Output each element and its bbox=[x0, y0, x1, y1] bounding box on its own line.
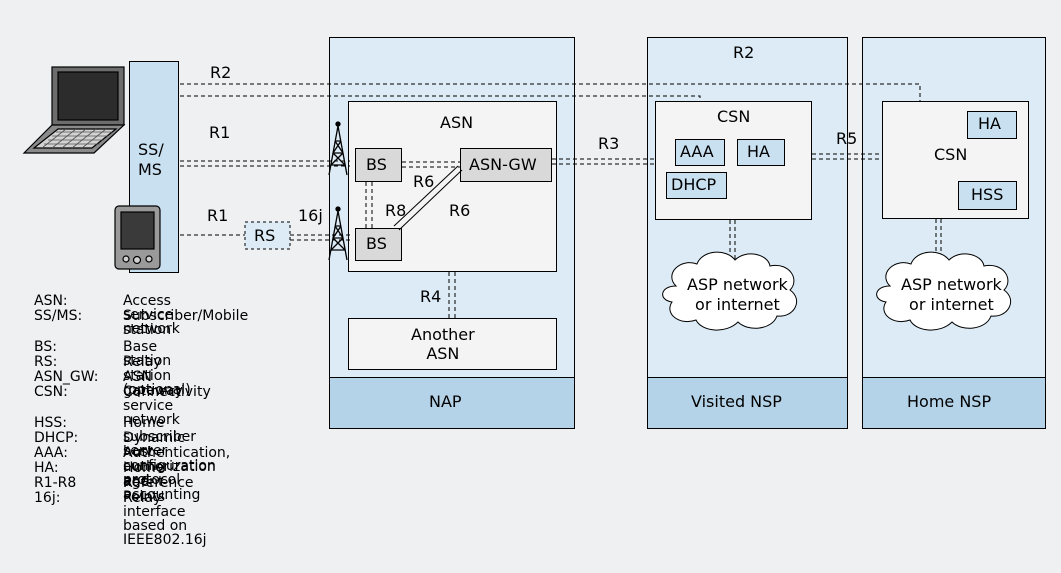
another-asn-label: Another ASN bbox=[411, 325, 475, 363]
legend-term: HA: bbox=[34, 460, 59, 476]
r8-label: R8 bbox=[385, 201, 407, 220]
csn-visited-label: CSN bbox=[717, 107, 751, 126]
r2-label-left: R2 bbox=[210, 63, 232, 82]
bs-lower-box bbox=[355, 228, 402, 261]
legend-term: ASN_GW: bbox=[34, 369, 99, 385]
ha-visited-box bbox=[737, 139, 785, 166]
legend-desc: Home agent bbox=[123, 460, 165, 490]
bs-lower-label: BS bbox=[366, 234, 387, 253]
hss-label: HSS bbox=[971, 185, 1004, 204]
r2-line-inner bbox=[180, 95, 701, 101]
visited-asp-cloud bbox=[662, 251, 798, 331]
legend-desc: Access service network bbox=[123, 293, 180, 337]
asn-gw-box bbox=[460, 148, 552, 182]
visited-nsp-label: Visited NSP bbox=[691, 392, 782, 411]
legend-desc: Home subscriber server bbox=[123, 415, 196, 459]
home-asp-cloud bbox=[876, 251, 1012, 331]
legend-desc: Base station bbox=[123, 339, 172, 369]
asp-home-label: ASP network or internet bbox=[901, 275, 1002, 314]
legend: ASN: Access service network SS/MS: Subsc… bbox=[34, 294, 534, 564]
legend-term: CSN: bbox=[34, 384, 68, 400]
legend-term: DHCP: bbox=[34, 430, 79, 446]
r5-label: R5 bbox=[836, 129, 858, 148]
nap-label: NAP bbox=[429, 392, 462, 411]
r6-lower-line-2 bbox=[393, 165, 459, 227]
legend-desc: Relay station (optional) bbox=[123, 354, 191, 398]
legend-term: BS: bbox=[34, 339, 57, 355]
r6-label-lower: R6 bbox=[449, 201, 471, 220]
ha-visited-label: HA bbox=[747, 142, 770, 161]
legend-desc: Authentication, authorization and accoun… bbox=[123, 445, 231, 503]
legend-desc: Dynamic host configuration protocol bbox=[123, 430, 216, 488]
rs-box bbox=[244, 221, 291, 250]
r16j-label: 16j bbox=[298, 206, 323, 225]
pda-icon bbox=[114, 205, 161, 270]
legend-term: RS: bbox=[34, 354, 58, 370]
r4-label: R4 bbox=[420, 287, 442, 306]
r6-lower-line bbox=[398, 169, 463, 231]
legend-desc: Connectivity service network bbox=[123, 384, 211, 428]
ha-home-box bbox=[967, 111, 1017, 139]
legend-desc: Reference Points bbox=[123, 475, 194, 505]
r3-label: R3 bbox=[598, 134, 620, 153]
dhcp-box bbox=[666, 172, 727, 199]
home-nsp-footer bbox=[862, 377, 1046, 429]
aaa-label: AAA bbox=[680, 142, 714, 161]
legend-term: R1-R8 bbox=[34, 475, 77, 491]
asp-visited-label: ASP network or internet bbox=[687, 275, 788, 314]
tower-icon bbox=[328, 206, 348, 261]
tower-icon bbox=[328, 121, 348, 176]
asn-label: ASN bbox=[440, 113, 474, 132]
dhcp-label: DHCP bbox=[671, 175, 717, 194]
nap-footer bbox=[329, 377, 575, 429]
r1-label-lower: R1 bbox=[207, 206, 229, 225]
legend-desc: ASN gateway bbox=[123, 369, 183, 399]
r2-line-outer bbox=[180, 83, 921, 101]
laptop-icon bbox=[22, 66, 126, 154]
legend-term: 16j: bbox=[34, 490, 61, 506]
another-asn-box bbox=[348, 318, 557, 370]
bs-upper-box bbox=[355, 148, 402, 182]
legend-term: SS/MS: bbox=[34, 308, 83, 324]
aaa-box bbox=[675, 139, 725, 166]
legend-desc: Subscriber/Mobile station bbox=[123, 308, 249, 338]
r1-label-upper: R1 bbox=[209, 123, 231, 142]
hss-box bbox=[958, 181, 1017, 210]
r2-label-right: R2 bbox=[733, 43, 755, 62]
csn-home-label: CSN bbox=[934, 145, 968, 164]
legend-term: ASN: bbox=[34, 293, 68, 309]
legend-term: AAA: bbox=[34, 445, 68, 461]
asn-gw-label: ASN-GW bbox=[469, 155, 537, 174]
ha-home-label: HA bbox=[978, 114, 1001, 133]
r6-label-upper: R6 bbox=[413, 172, 435, 191]
bs-upper-label: BS bbox=[366, 155, 387, 174]
rs-label: RS bbox=[254, 226, 276, 245]
home-nsp-label: Home NSP bbox=[907, 392, 992, 411]
legend-term: HSS: bbox=[34, 415, 68, 431]
visited-nsp-footer bbox=[647, 377, 848, 429]
legend-desc: Relay interface based on IEEE802.16j bbox=[123, 490, 207, 548]
ssms-label: SS/ MS bbox=[138, 140, 164, 179]
